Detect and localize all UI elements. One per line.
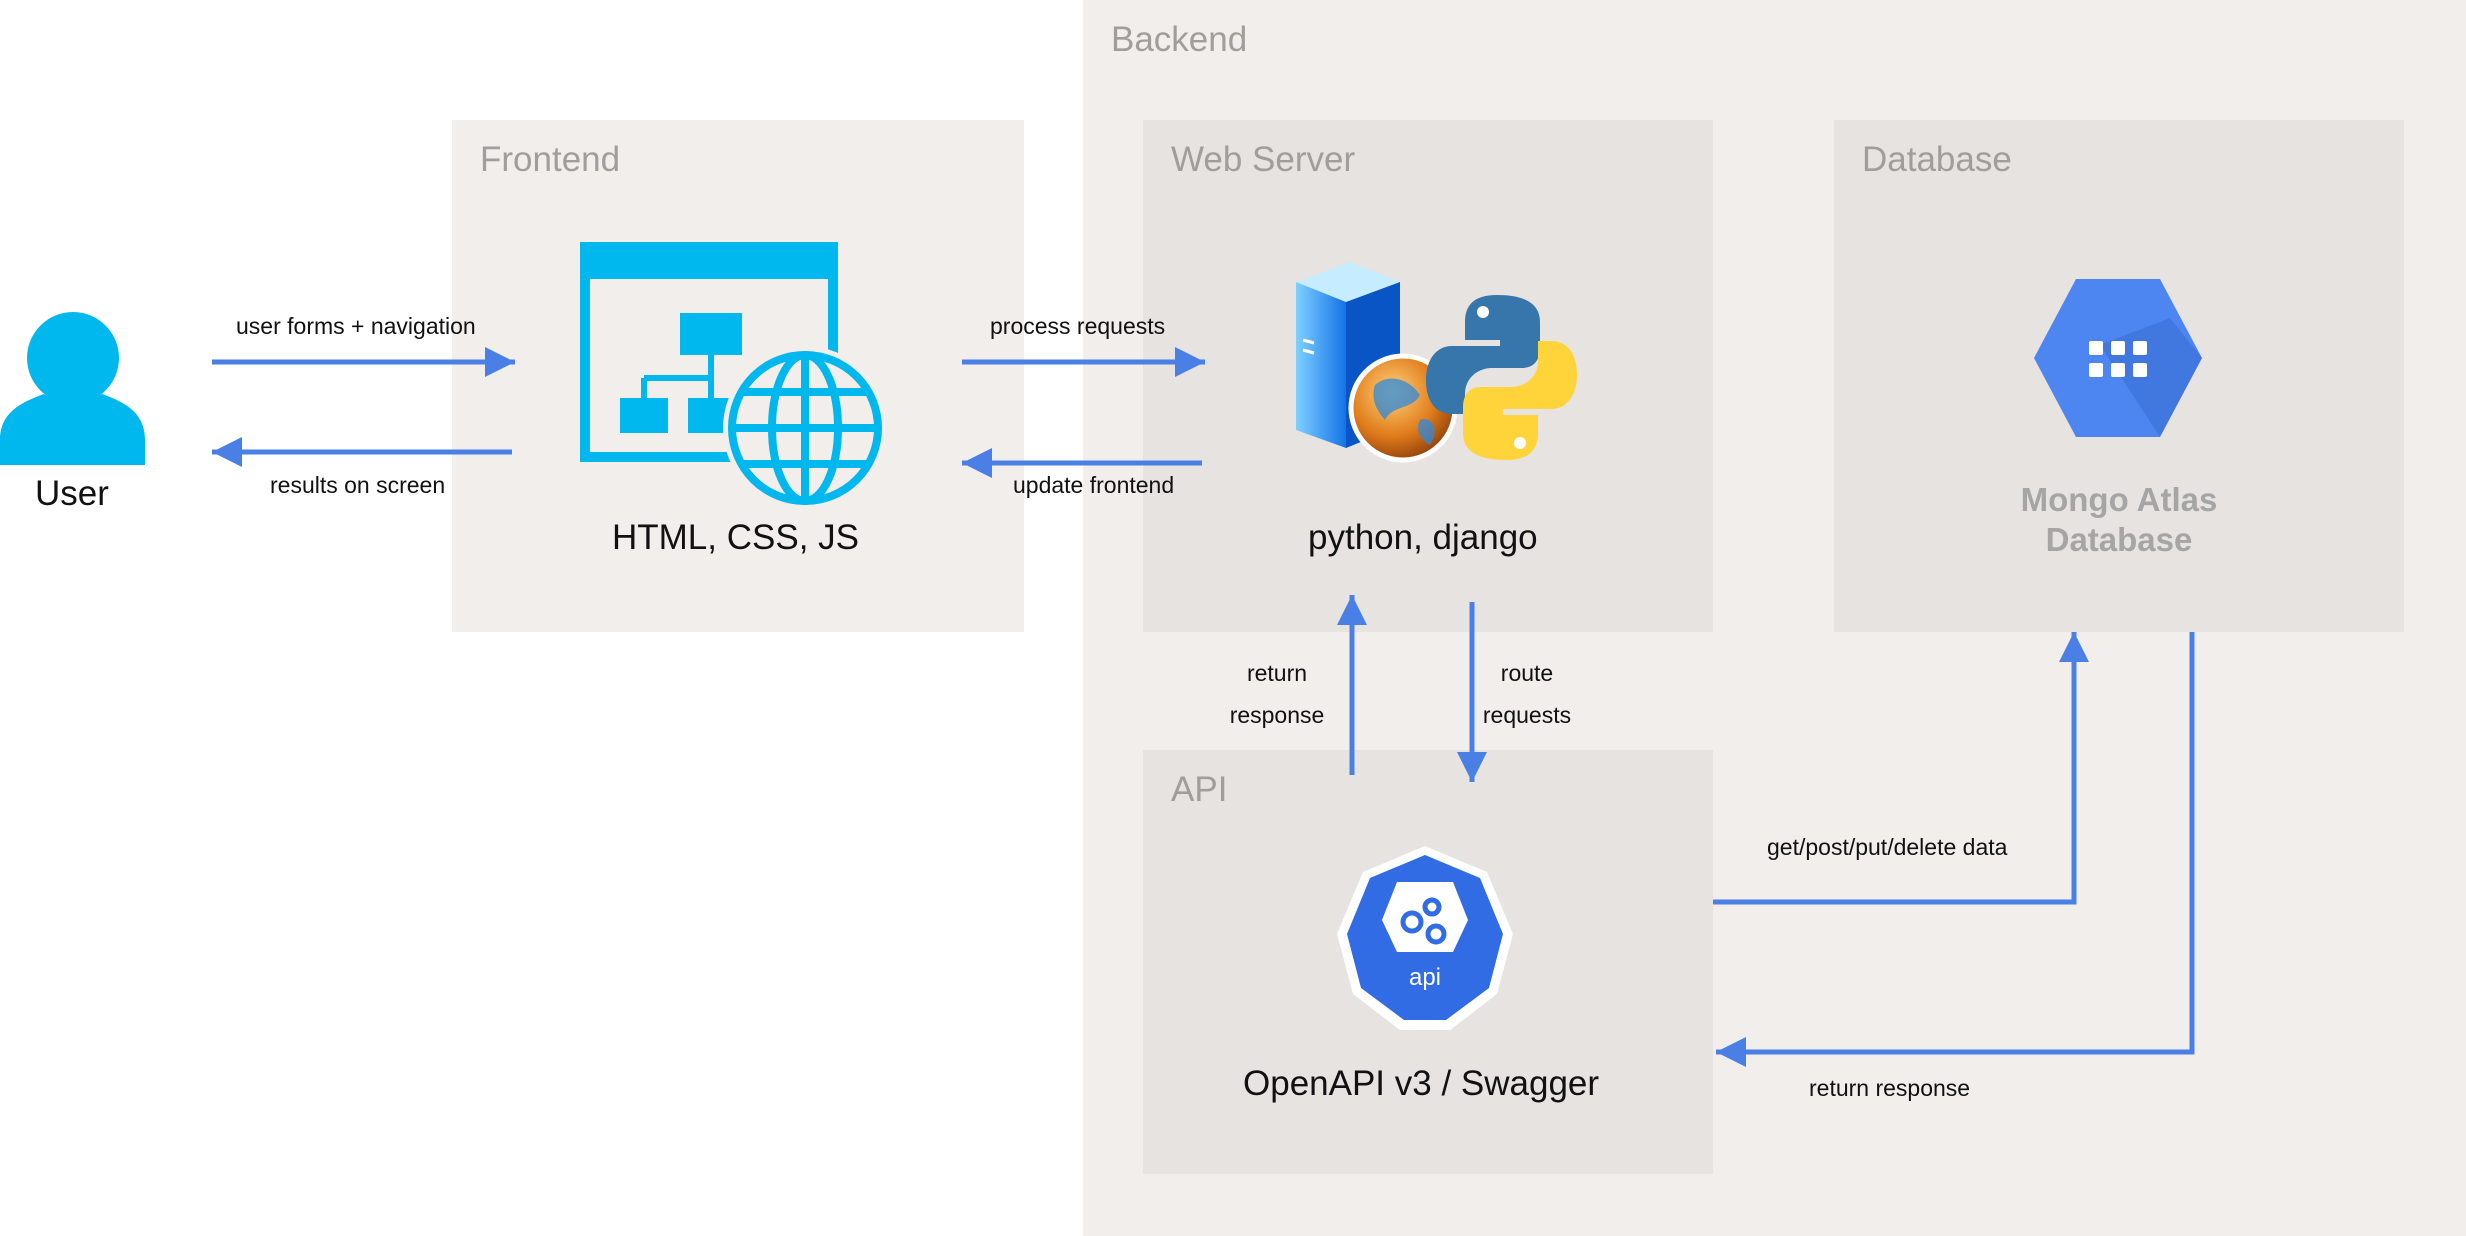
database-hexagon-icon	[2034, 279, 2202, 437]
label-frontend-to-server: process requests	[990, 313, 1166, 339]
api-gear-icon: api	[1337, 846, 1513, 1030]
frontend-title: Frontend	[480, 140, 621, 179]
label-frontend-to-user: results on screen	[270, 472, 446, 498]
arrows	[212, 347, 2195, 1067]
label-db-to-api: return response	[1809, 1075, 1971, 1101]
label-server-to-api: route requests	[1472, 652, 1582, 736]
api-title: API	[1171, 770, 1228, 809]
web-server-title: Web Server	[1171, 140, 1356, 179]
web-server-tech-label: python, django	[1308, 518, 1538, 557]
arrow-db-to-api	[1716, 632, 2195, 1067]
api-tech-label: OpenAPI v3 / Swagger	[1243, 1064, 1600, 1103]
database-title: Database	[1862, 140, 2012, 179]
label-api-to-server-line1: return	[1246, 660, 1308, 686]
server-python-icon	[1296, 262, 1577, 463]
label-api-to-server: return response	[1222, 652, 1332, 736]
label-api-to-db: get/post/put/delete data	[1767, 834, 2008, 860]
database-tech-label: Mongo Atlas Database	[1989, 480, 2249, 560]
frontend-tech-label: HTML, CSS, JS	[612, 518, 859, 557]
arrow-api-to-db	[1713, 632, 2090, 905]
label-server-to-frontend: update frontend	[1013, 472, 1175, 498]
database-tech-line2: Database	[2045, 521, 2193, 558]
api-icon-text: api	[1409, 964, 1441, 991]
user-icon	[0, 312, 145, 465]
label-server-to-api-line2: requests	[1482, 702, 1572, 728]
label-api-to-server-line2: response	[1229, 702, 1325, 728]
backend-title: Backend	[1111, 20, 1248, 59]
label-user-to-frontend: user forms + navigation	[236, 313, 476, 339]
frontend-panel: Frontend	[452, 120, 1024, 632]
label-server-to-api-line1: route	[1500, 660, 1554, 686]
user-label: User	[35, 474, 109, 513]
sitemap-globe-icon	[580, 242, 887, 510]
database-tech-line1: Mongo Atlas	[2020, 481, 2218, 518]
